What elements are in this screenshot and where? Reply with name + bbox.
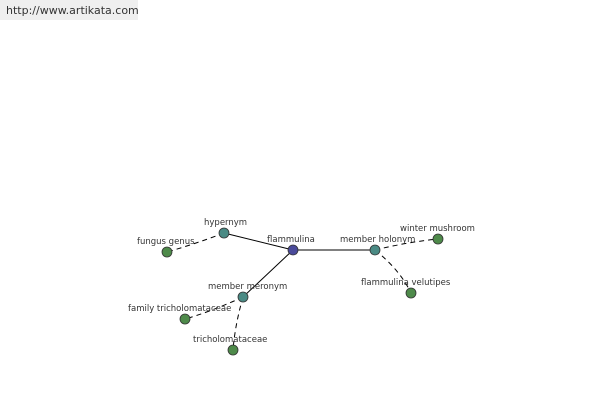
edge-member-holonym-flammulina-velutipes: [374, 249, 412, 294]
node-circle-tricholomataceae: [227, 344, 239, 356]
node-family-tricholomataceae[interactable]: family tricholomataceae: [128, 304, 231, 325]
node-label-member-holonym: member holonym: [340, 235, 415, 245]
node-label-fungus-genus: fungus genus: [137, 237, 195, 247]
edge-flammulina-member-meronym: [242, 249, 294, 298]
url-banner: http://www.artikata.com: [0, 0, 139, 20]
node-hypernym[interactable]: hypernym: [204, 218, 247, 239]
node-circle-member-meronym: [237, 291, 249, 303]
node-flammulina-velutipes[interactable]: flammulina velutipes: [361, 278, 451, 299]
node-circle-family-tricholomataceae: [179, 313, 191, 325]
node-fungus-genus[interactable]: fungus genus: [137, 237, 195, 258]
node-circle-center: [287, 244, 299, 256]
node-member-holonym[interactable]: member holonym: [340, 235, 415, 256]
node-label-family-tricholomataceae: family tricholomataceae: [128, 304, 231, 314]
node-label-hypernym: hypernym: [204, 218, 247, 228]
node-circle-hypernym: [218, 227, 230, 239]
url-link[interactable]: http://www.artikata.com: [6, 4, 139, 17]
node-circle-member-holonym: [369, 244, 381, 256]
node-flammulina[interactable]: flammulina: [267, 235, 315, 256]
edge-flammulina-hypernym: [223, 232, 294, 251]
node-label-member-meronym: member meronym: [208, 282, 287, 292]
node-label-tricholomataceae: tricholomataceae: [193, 335, 267, 345]
node-winter-mushroom[interactable]: winter mushroom: [400, 224, 475, 245]
node-tricholomataceae[interactable]: tricholomataceae: [193, 335, 267, 356]
edge-member-holonym-winter-mushroom: [374, 238, 439, 251]
node-circle-flammulina-velutipes: [405, 287, 417, 299]
node-label-winter-mushroom: winter mushroom: [400, 224, 475, 234]
node-label-flammulina: flammulina: [267, 235, 315, 245]
node-circle-winter-mushroom: [432, 233, 444, 245]
node-label-flammulina-velutipes: flammulina velutipes: [361, 278, 451, 288]
node-circle-fungus-genus: [161, 246, 173, 258]
node-member-meronym[interactable]: member meronym: [208, 282, 287, 303]
